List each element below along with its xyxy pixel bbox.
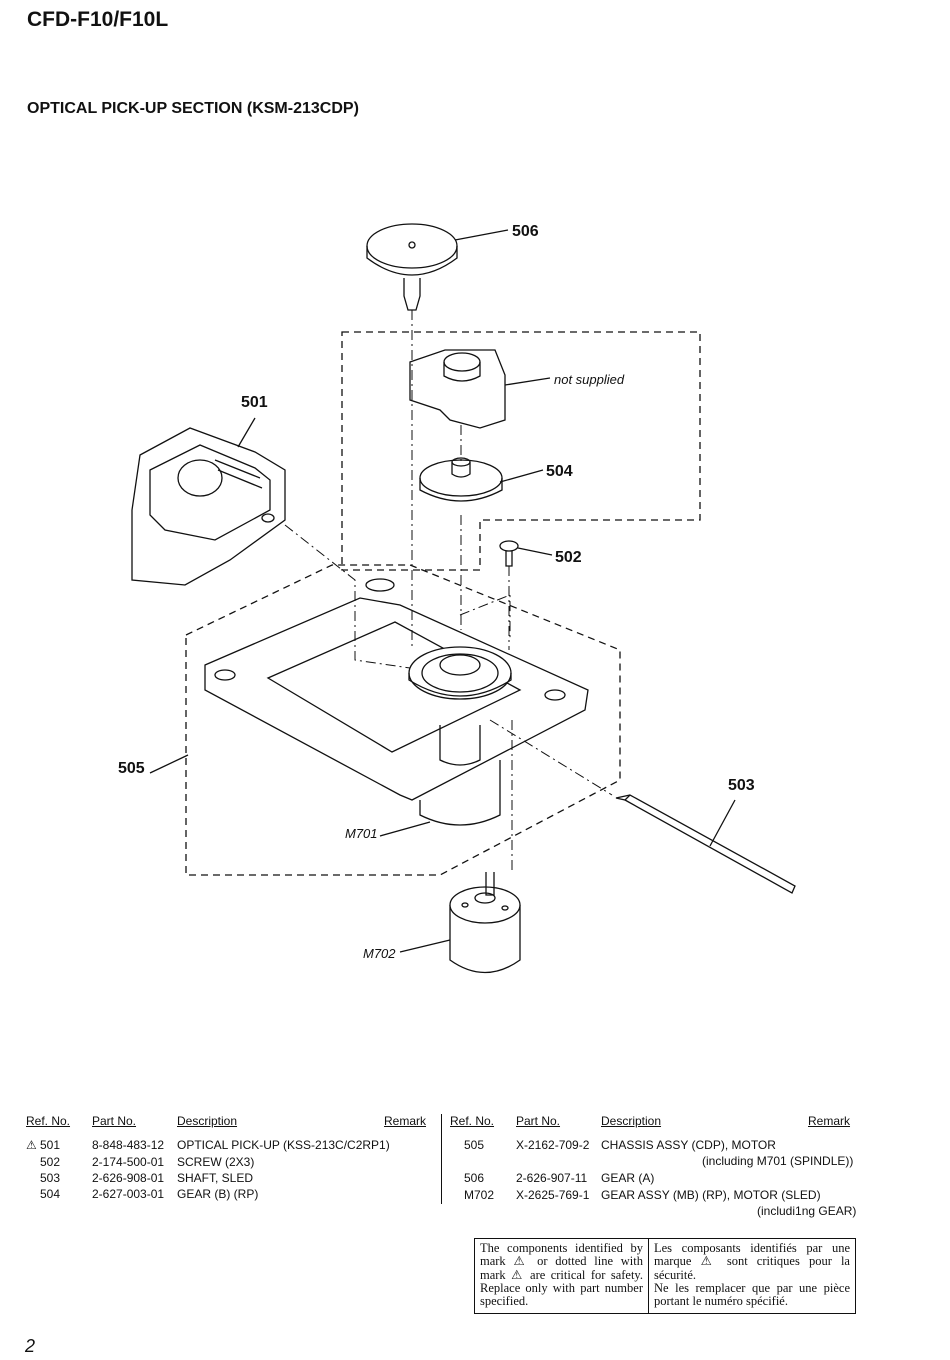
gear-506-drawing <box>366 223 458 311</box>
turntable-drawing <box>408 646 512 700</box>
ref-no: 506 <box>464 1171 485 1185</box>
part-no: X-2162-709-2 <box>516 1138 590 1152</box>
notice-text-fr-2: Ne les remplacer que par une pièce porta… <box>654 1280 850 1309</box>
description: GEAR (A) <box>601 1171 655 1185</box>
section-title: OPTICAL PICK-UP SECTION (KSM-213CDP) <box>27 100 359 117</box>
chassis-plate-drawing <box>204 578 589 801</box>
safety-mark-icon: ⚠ <box>26 1138 37 1152</box>
not-supplied-label: not supplied <box>554 372 625 387</box>
ref-no: M702 <box>464 1188 495 1202</box>
callout-506: 506 <box>512 223 539 240</box>
m702-label: M702 <box>363 946 396 961</box>
part-no: 2-626-907-11 <box>516 1171 588 1185</box>
motor-m701-drawing <box>419 725 501 826</box>
callout-501: 501 <box>241 394 268 411</box>
notice-text-en: The components identified by mark ⚠ or d… <box>480 1241 643 1309</box>
ref-no: 504 <box>40 1187 61 1201</box>
part-no: 2-626-908-01 <box>92 1171 165 1185</box>
page-number: 2 <box>25 1336 36 1356</box>
description: CHASSIS ASSY (CDP), MOTOR <box>601 1138 776 1152</box>
callout-503: 503 <box>728 777 755 794</box>
header-part-no: Part No. <box>92 1114 137 1128</box>
part-no: 2-174-500-01 <box>92 1155 165 1169</box>
ref-no: 503 <box>40 1171 61 1185</box>
description: GEAR (B) (RP) <box>177 1187 259 1201</box>
description: GEAR ASSY (MB) (RP), MOTOR (SLED) <box>601 1188 821 1202</box>
ref-no: 501 <box>40 1138 61 1152</box>
safety-notice: The components identified by mark ⚠ or d… <box>474 1238 856 1314</box>
gear-504-drawing <box>419 457 503 502</box>
chassis-outline <box>185 564 621 876</box>
m701-label: M701 <box>345 826 378 841</box>
optical-pickup-501-drawing <box>131 427 286 586</box>
part-no: X-2625-769-1 <box>516 1188 590 1202</box>
safety-notice-english: The components identified by mark ⚠ or d… <box>475 1239 649 1313</box>
part-no: 2-627-003-01 <box>92 1187 165 1201</box>
motor-m702-drawing <box>449 872 521 973</box>
screw-502-drawing <box>499 540 519 567</box>
header-remark: Remark <box>808 1114 851 1128</box>
header-remark: Remark <box>384 1114 427 1128</box>
bracket-drawing <box>409 349 506 429</box>
model-title: CFD-F10/F10L <box>27 8 169 31</box>
callout-502: 502 <box>555 549 582 566</box>
not-supplied-outline <box>341 331 701 571</box>
header-part-no: Part No. <box>516 1114 561 1128</box>
header-description: Description <box>177 1114 238 1128</box>
description: OPTICAL PICK-UP (KSS-213C/C2RP1) <box>177 1138 390 1152</box>
ref-no: 502 <box>40 1155 61 1169</box>
table-divider <box>441 1114 442 1204</box>
safety-notice-french: Les composants identifiés par une marque… <box>649 1239 855 1313</box>
description: SCREW (2X3) <box>177 1155 255 1169</box>
shaft-503-drawing <box>615 794 796 894</box>
notice-text-fr-1: Les composants identifiés par une marque… <box>654 1241 850 1282</box>
description-note: (including M701 (SPINDLE)) <box>702 1154 854 1168</box>
header-description: Description <box>601 1114 662 1128</box>
ref-no: 505 <box>464 1138 485 1152</box>
exploded-view-diagram: 506 501 504 502 505 503 not supplied M70… <box>118 223 796 973</box>
header-ref-no: Ref. No. <box>26 1114 71 1128</box>
description: SHAFT, SLED <box>177 1171 254 1185</box>
callout-505: 505 <box>118 760 145 777</box>
part-no: 8-848-483-12 <box>92 1138 165 1152</box>
callout-504: 504 <box>546 463 573 480</box>
description-note: (includi1ng GEAR) <box>757 1204 857 1218</box>
header-ref-no: Ref. No. <box>450 1114 495 1128</box>
